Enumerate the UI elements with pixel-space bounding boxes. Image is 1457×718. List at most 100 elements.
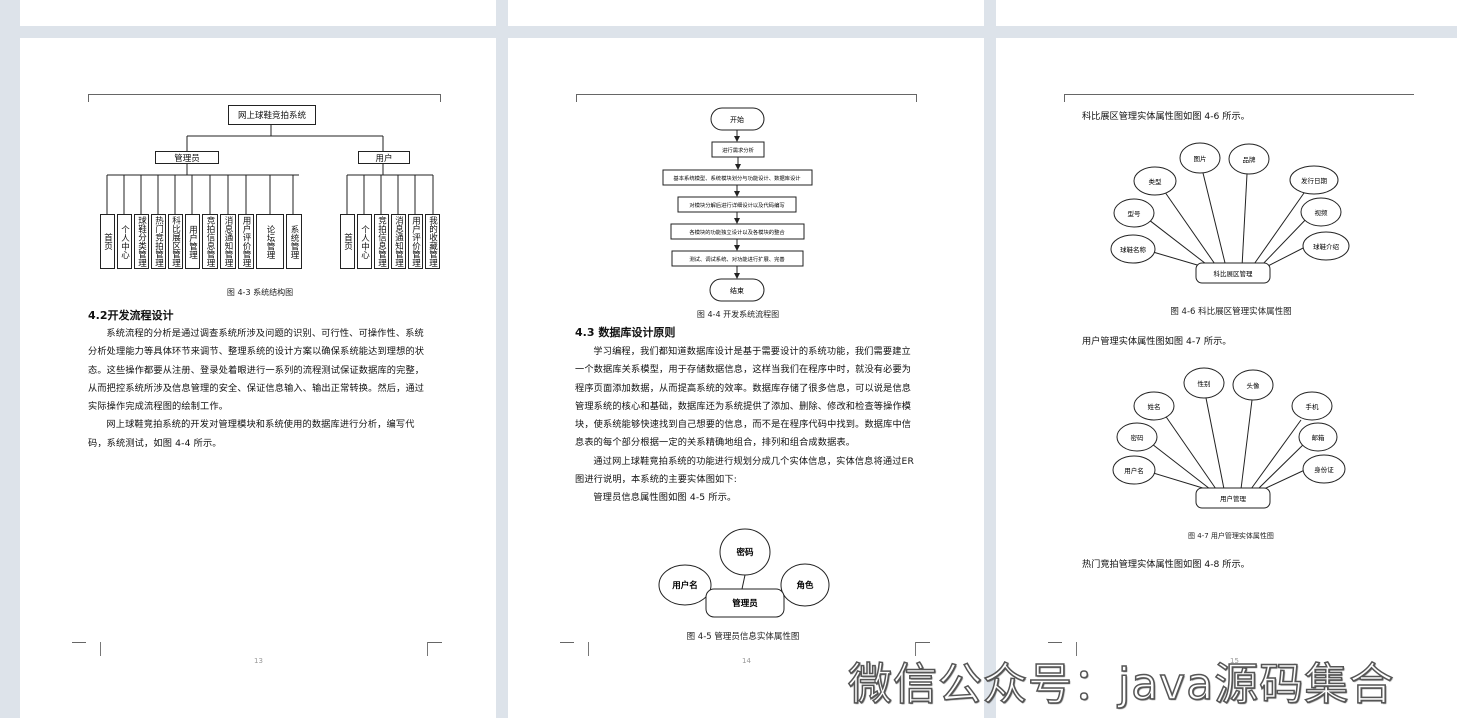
flow-step-label: 对模块分解后进行详细设计以及代码编写 [689,201,784,209]
er-attribute [1232,369,1274,401]
user-node: 用户 [358,151,410,164]
paragraph: 通过网上球鞋竞拍系统的功能进行规划分成几个实体信息，实体信息将通过ER图进行说明… [575,455,915,486]
crop-mark-bl [1062,642,1077,656]
admin-leaf: 用户管理 [185,214,200,269]
admin-er-diagram: 用户名 密码 角色 管理员 [658,528,830,618]
section-4-3-body: 学习编程，我们都知道数据库设计是基于需要设计的系统功能，我们需要建立一个数据库关… [575,343,918,508]
flow-step-label: 测试、调试系统、对功能进行扩展、完善 [689,255,785,263]
header-rule-right-tick [916,94,917,102]
header-rule-left-tick [88,94,89,102]
user-leaf: 我的收藏管理 [425,214,440,269]
watermark: 微信公众号：java源码集合 [847,658,1395,711]
er-attribute [1289,165,1339,195]
user-leaf: 首页 [340,214,355,269]
structure-connectors [106,124,434,214]
er-attribute [1291,391,1333,421]
figure-4-6-caption: 图 4-6 科比展区管理实体属性图 [1170,307,1292,317]
user-leaf: 用户评价管理 [408,214,423,269]
figure-4-4-caption: 图 4-4 开发系统流程图 [696,310,780,319]
admin-leaf: 首页 [100,214,115,269]
footer-rule-right [916,642,930,643]
admin-node-label: 管理员 [174,153,200,164]
user-leaf: 竞拍信息管理 [374,214,389,269]
section-4-2-body: 系统流程的分析是通过调查系统所涉及问题的识别、可行性、可操作性、系统分析处理能力… [88,325,431,453]
exhibit-er-diagram: 球鞋名称 型号 类型 图片 品牌 发行日期 视频 球鞋介绍 科比展区管理 [1110,142,1350,284]
user-node-label: 用户 [375,153,393,164]
admin-leaf: 热门竞拍管理 [151,214,166,269]
figure-4-5-caption: 图 4-5 管理员信息实体属性图 [686,632,800,642]
er-attribute [1302,454,1346,484]
admin-leaf: 用户评价管理 [238,214,254,269]
flow-step-label: 进行需求分析 [722,146,754,154]
er-attribute [1113,198,1155,228]
header-rule [1064,94,1414,95]
er-attribute-label: 类型 [1149,177,1163,186]
er-attribute-label: 密码 [735,547,754,558]
user-er-diagram: 用户名 密码 姓名 性别 头像 手机 邮箱 身份证 用户管理 [1112,367,1346,509]
er-attribute [1302,231,1350,261]
er-attribute [1133,391,1175,421]
er-entity-label: 管理员 [732,598,758,609]
er-attribute-label: 球鞋介绍 [1313,242,1340,251]
admin-leaf: 个人中心 [117,214,132,269]
previous-page-middle [508,0,984,26]
header-rule [88,94,440,95]
previous-page-left [20,0,496,26]
er-attribute [1179,142,1221,174]
header-rule [576,94,916,95]
crop-mark-br [427,642,442,656]
intro-er-4-7: 用户管理实体属性图如图 4-7 所示。 [1082,336,1232,347]
er-entity [1195,262,1271,284]
er-attribute-label: 身份证 [1314,465,1334,474]
page-number: 15 [1230,657,1239,665]
flow-end-label: 结束 [730,286,744,295]
er-attribute [658,564,712,606]
user-leaf: 消息通知管理 [391,214,406,269]
paragraph: 学习编程，我们都知道数据库设计是基于需要设计的系统功能，我们需要建立一个数据库关… [575,346,912,449]
crop-mark-bl [86,642,101,656]
er-attribute [1300,197,1342,227]
admin-leaf: 论坛管理 [256,214,284,269]
er-attribute-label: 图片 [1194,154,1207,163]
er-attribute-label: 姓名 [1148,402,1161,411]
crop-mark-br [915,642,930,656]
er-attribute-label: 视频 [1315,208,1329,217]
er-attribute-label: 邮箱 [1312,433,1326,442]
er-entity [1195,487,1271,509]
er-attribute-label: 用户名 [1124,466,1144,475]
er-attribute [1228,143,1270,175]
system-structure-diagram: 网上球鞋竞拍系统 管理员 用户 首页 个人中心 球鞋分类管理 热门竞拍管理 科比… [20,38,496,288]
er-attribute-label: 用户名 [671,580,698,591]
flow-step-label: 各模块的功能独立设计以及各模块的整合 [689,228,785,236]
header-rule-left-tick [576,94,577,102]
page-15: 科比展区管理实体属性图如图 4-6 所示。 球鞋名称 型号 类型 图片 品牌 发… [996,38,1457,718]
page-number: 13 [254,657,263,665]
user-leaf: 个人中心 [357,214,372,269]
intro-er-4-8: 热门竞拍管理实体属性图如图 4-8 所示。 [1082,559,1250,570]
figure-4-3-caption: 图 4-3 系统结构图 [226,288,294,297]
previous-page-right [996,0,1457,26]
flow-end-node [709,278,765,302]
admin-leaf: 消息通知管理 [220,214,236,269]
flow-step-label: 基本系统模型、系统模块划分与功能设计、数据库设计 [673,174,801,182]
er-attribute-label: 手机 [1306,402,1320,411]
er-entity-label: 科比展区管理 [1214,269,1254,278]
flow-start-label: 开始 [730,115,744,124]
er-attribute-label: 性别 [1198,379,1211,388]
crop-mark-bl [574,642,589,656]
er-attribute [1116,422,1158,452]
root-node-label: 网上球鞋竞拍系统 [237,111,306,121]
section-heading-4-3: 4.3 数据库设计原则 [575,326,676,339]
er-attribute-label: 密码 [1131,433,1145,442]
intro-er-4-6: 科比展区管理实体属性图如图 4-6 所示。 [1082,111,1250,122]
page-number: 14 [742,657,751,665]
er-attribute [1298,422,1338,452]
er-attribute-label: 球鞋名称 [1120,245,1147,254]
footer-rule-left [1048,642,1062,643]
development-flowchart: 开始 进行需求分析 基本系统模型、系统模块划分与功能设计、数据库设计 对模块分解… [662,107,813,302]
er-attribute-label: 品牌 [1243,155,1257,164]
footer-rule-right [428,642,442,643]
er-attribute-label: 头像 [1247,381,1261,390]
footer-rule-left [72,642,86,643]
er-attribute [1112,455,1156,485]
